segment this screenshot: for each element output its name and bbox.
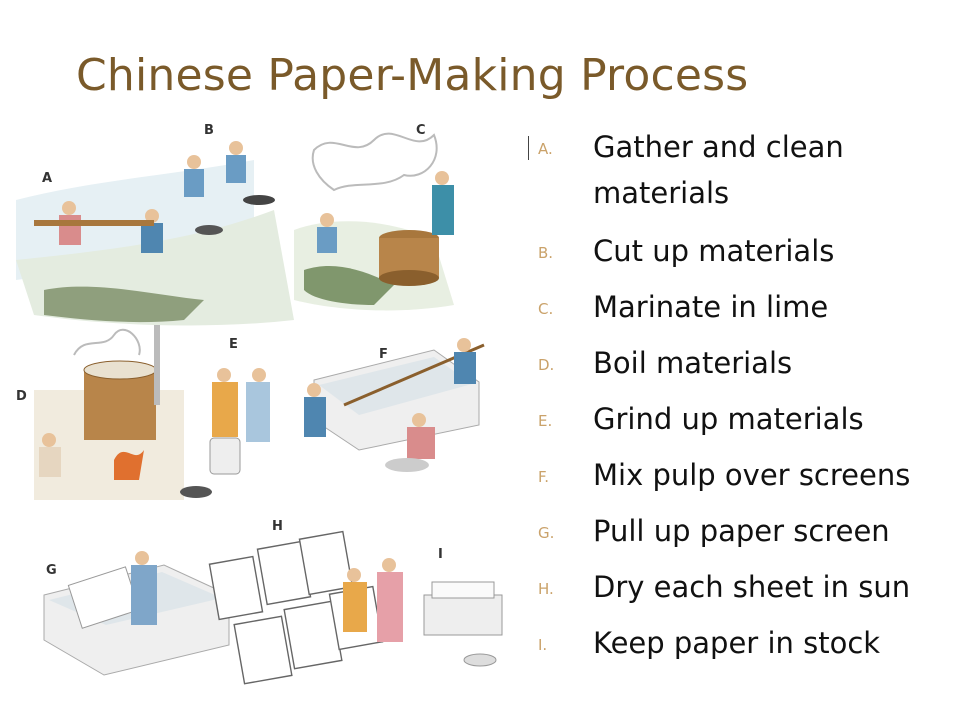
list-marker: E.	[538, 412, 553, 430]
panel-ghi: G H I	[43, 519, 503, 685]
list-item: I. Keep paper in stock	[530, 620, 955, 666]
list-item: D. Boil materials	[530, 340, 955, 386]
list-marker: H.	[538, 580, 554, 598]
papermaking-illustration: A B C	[14, 120, 520, 695]
text-cursor	[528, 136, 529, 160]
illustration-label-h: H	[272, 519, 283, 534]
list-item-text: Cut up materials	[593, 234, 835, 268]
list-marker: A.	[538, 140, 553, 158]
list-item-text: Keep paper in stock	[593, 626, 881, 660]
list-item-text: Boil materials	[593, 346, 793, 380]
list-item: H. Dry each sheet in sun	[530, 564, 955, 610]
list-marker: F.	[538, 468, 549, 486]
illustration-label-g: G	[46, 563, 57, 578]
illustration-label-e: E	[229, 337, 238, 352]
list-marker: C.	[538, 300, 554, 318]
illustration-label-i: I	[438, 547, 443, 562]
illustration-label-b: B	[204, 123, 214, 138]
list-item: F. Mix pulp over screens	[530, 452, 955, 498]
illustration-label-c: C	[416, 123, 426, 138]
list-item-text: Dry each sheet in sun	[593, 570, 911, 604]
illustration-label-d: D	[16, 389, 27, 404]
panel-def: D E F	[16, 325, 485, 500]
list-marker: G.	[538, 524, 555, 542]
list-marker: I.	[538, 636, 548, 654]
list-item-text: Marinate in lime	[593, 290, 829, 324]
illustration-label-a: A	[42, 171, 52, 186]
list-item: A. Gather and clean materials	[530, 124, 955, 216]
list-marker: B.	[538, 244, 554, 262]
list-marker: D.	[538, 356, 555, 374]
panel-abc: A B C	[16, 123, 454, 326]
list-item: G. Pull up paper screen	[530, 508, 955, 554]
list-item-text: Pull up paper screen	[593, 514, 890, 548]
list-item-text: Gather and clean materials	[593, 130, 844, 210]
list-item-text: Mix pulp over screens	[593, 458, 911, 492]
list-item: E. Grind up materials	[530, 396, 955, 442]
list-item: C. Marinate in lime	[530, 284, 955, 330]
steps-list: A. Gather and clean materials B. Cut up …	[530, 124, 955, 676]
list-item-text: Grind up materials	[593, 402, 864, 436]
slide-title: Chinese Paper-Making Process	[76, 50, 749, 101]
list-item: B. Cut up materials	[530, 228, 955, 274]
illustration-label-f: F	[379, 347, 388, 362]
